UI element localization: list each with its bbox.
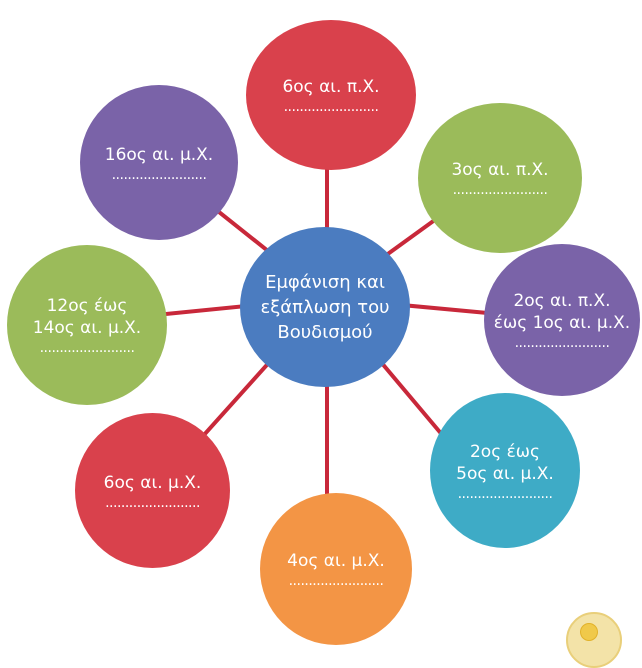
answer-blank: ........................ [288, 573, 384, 589]
answer-blank: ........................ [39, 340, 135, 356]
node-16th-century-ad: 16ος αι. μ.Χ. ........................ [80, 85, 238, 240]
node-label: 2ος έως 5ος αι. μ.Χ. [456, 441, 554, 484]
answer-blank: ........................ [283, 99, 379, 115]
answer-blank: ........................ [457, 485, 553, 502]
node-2nd-to-5th-century-ad: 2ος έως 5ος αι. μ.Χ. ...................… [430, 393, 580, 548]
answer-blank: ........................ [105, 494, 200, 511]
node-2nd-century-bc-to-1st-century-ad: 2ος αι. π.Χ. έως 1ος αι. μ.Χ. ..........… [484, 244, 640, 396]
node-label: 2ος αι. π.Χ. έως 1ος αι. μ.Χ. [493, 291, 631, 333]
coin-icon [580, 623, 598, 641]
node-label: 16ος αι. μ.Χ. [104, 144, 214, 165]
node-6th-century-bc: 6ος αι. π.Χ. ........................ [246, 20, 416, 170]
answer-blank: ........................ [111, 166, 207, 183]
answer-blank: ........................ [514, 335, 610, 351]
node-label: 3ος αι. π.Χ. [451, 160, 549, 180]
node-label: 4ος αι. μ.Χ. [287, 551, 385, 571]
center-node: Εμφάνιση και εξάπλωση του Βουδισμού [240, 227, 410, 387]
node-12th-to-14th-century-ad: 12ος έως 14ος αι. μ.Χ. .................… [7, 245, 167, 405]
node-label: 12ος έως 14ος αι. μ.Χ. [32, 296, 142, 338]
answer-blank: ........................ [452, 182, 548, 198]
center-title: Εμφάνιση και εξάπλωση του Βουδισμού [260, 271, 390, 343]
node-label: 6ος αι. μ.Χ. [103, 472, 202, 493]
node-4th-century-ad: 4ος αι. μ.Χ. ........................ [260, 493, 412, 645]
node-3rd-century-bc: 3ος αι. π.Χ. ........................ [418, 103, 582, 253]
node-6th-century-ad: 6ος αι. μ.Χ. ........................ [75, 413, 230, 568]
node-label: 6ος αι. π.Χ. [282, 77, 380, 97]
coin-decoration [566, 612, 622, 668]
